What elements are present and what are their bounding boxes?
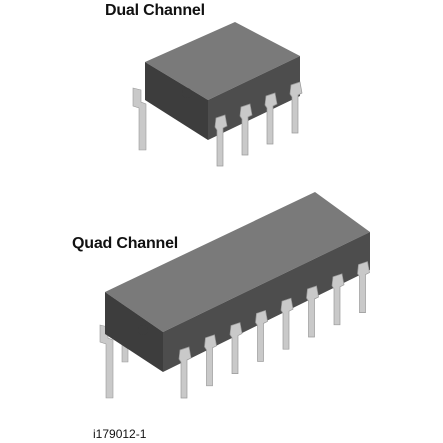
figure-id-label: i179012-1: [93, 427, 147, 441]
quad-pin: [280, 297, 294, 350]
quad-pin: [306, 285, 319, 338]
dual-body-top: [145, 22, 300, 100]
dual-channel-package: [132, 22, 303, 167]
dual-pin: [239, 103, 253, 156]
quad-pin: [204, 334, 217, 387]
quad-pin: [229, 322, 243, 374]
dual-body-front: [208, 56, 300, 140]
quad-pin: [178, 346, 192, 399]
dual-pin: [264, 92, 278, 145]
quad-body-top: [105, 192, 370, 332]
dual-back-pins: [132, 87, 147, 151]
dual-channel-label: Dual Channel: [105, 2, 205, 19]
dual-front-pins: [214, 81, 303, 167]
quad-pin: [255, 309, 268, 362]
dual-pin: [289, 81, 303, 134]
quad-front-pins: [178, 261, 370, 399]
quad-channel-package: [99, 192, 370, 399]
quad-body-side: [105, 292, 163, 372]
dual-pin1-notch: [182, 88, 192, 98]
dual-body-side: [145, 62, 208, 140]
quad-pin: [331, 273, 345, 326]
quad-channel-label: Quad Channel: [72, 235, 179, 252]
dual-pin: [214, 114, 228, 167]
quad-pin: [357, 261, 370, 313]
quad-pin1-notch: [138, 325, 148, 335]
